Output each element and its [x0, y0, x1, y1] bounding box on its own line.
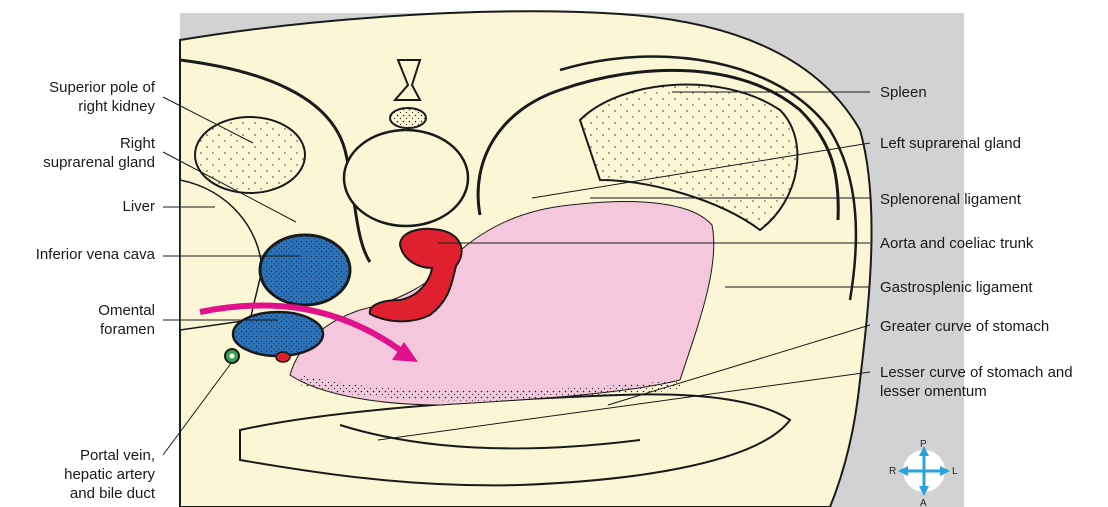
- right-kidney: [195, 117, 305, 193]
- compass-left: L: [952, 466, 958, 477]
- orientation-compass: P A R L: [887, 436, 961, 507]
- inferior-vena-cava-shape: [260, 235, 350, 305]
- label-liver: Liver: [122, 197, 155, 216]
- label-splenorenal-ligament: Splenorenal ligament: [880, 190, 1021, 209]
- label-inferior-vena-cava: Inferior vena cava: [36, 245, 155, 264]
- spinal-canal: [390, 108, 426, 128]
- vertebral-body: [344, 130, 468, 226]
- label-gastrosplenic-ligament: Gastrosplenic ligament: [880, 278, 1033, 297]
- label-omental-foramen: Omental foramen: [98, 301, 155, 339]
- compass-anterior: A: [920, 498, 927, 507]
- label-spleen: Spleen: [880, 83, 927, 102]
- label-right-suprarenal-gland: Right suprarenal gland: [43, 134, 155, 172]
- label-portal-triad: Portal vein, hepatic artery and bile duc…: [64, 446, 155, 503]
- label-greater-curve-stomach: Greater curve of stomach: [880, 317, 1049, 336]
- compass-right: R: [889, 466, 896, 477]
- label-superior-pole-right-kidney: Superior pole of right kidney: [49, 78, 155, 116]
- hepatic-artery-shape: [276, 352, 290, 362]
- label-aorta-coeliac-trunk: Aorta and coeliac trunk: [880, 234, 1033, 253]
- label-left-suprarenal-gland: Left suprarenal gland: [880, 134, 1021, 153]
- portal-vein-shape: [233, 312, 323, 356]
- label-lesser-curve-stomach: Lesser curve of stomach and lesser oment…: [880, 363, 1073, 401]
- compass-posterior: P: [920, 439, 927, 450]
